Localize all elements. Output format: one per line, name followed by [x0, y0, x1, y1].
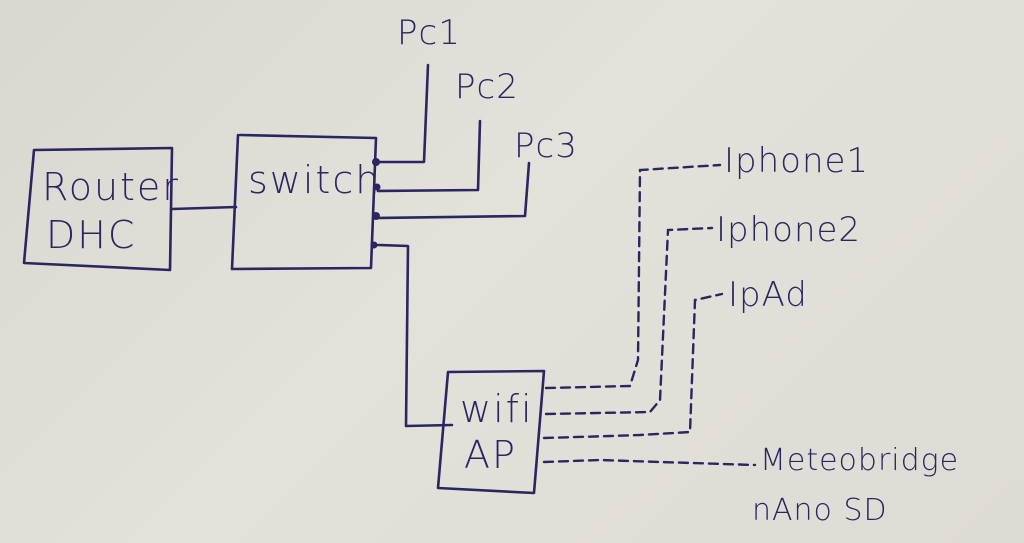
switch-box: [230, 133, 378, 271]
wifi-ap-node: wifi AP: [436, 369, 546, 495]
meteobridge-label-line2: nAno SD: [752, 493, 888, 528]
edge-switch-wifi-ap: [376, 243, 454, 428]
pc1-label: Pc1: [397, 13, 461, 53]
iphone2-label: Iphone2: [716, 210, 861, 250]
edge-wifi-iphone2: [544, 226, 714, 416]
wifi-ap-label-line2: AP: [464, 433, 517, 477]
edge-switch-pc3: [376, 161, 531, 220]
edge-wifi-ipad: [542, 292, 724, 440]
router-label-line2: DHC: [46, 213, 136, 257]
ipad-label: IpAd: [728, 275, 808, 315]
pc2-label: Pc2: [455, 67, 519, 107]
wifi-ap-label-line1: wifi: [460, 387, 534, 431]
edge-wifi-iphone1: [544, 163, 722, 390]
switch-port-2: [373, 183, 381, 191]
switch-node: switch: [230, 133, 381, 271]
router-label-line1: Router: [42, 165, 180, 209]
meteobridge-label-line1: Meteobridge: [760, 443, 959, 478]
edge-wifi-meteobridge: [542, 458, 757, 467]
router-node: Router DHC: [22, 146, 180, 272]
switch-port-4: [370, 241, 378, 249]
router-box: [22, 146, 174, 272]
edge-switch-pc1: [376, 63, 430, 164]
switch-port-1: [372, 158, 380, 166]
edge-switch-pc2: [376, 119, 482, 193]
wifi-ap-box: [436, 369, 546, 495]
pc3-label: Pc3: [514, 126, 578, 166]
switch-label: switch: [248, 158, 381, 202]
edge-router-switch: [170, 205, 238, 211]
iphone1-label: Iphone1: [724, 141, 869, 181]
